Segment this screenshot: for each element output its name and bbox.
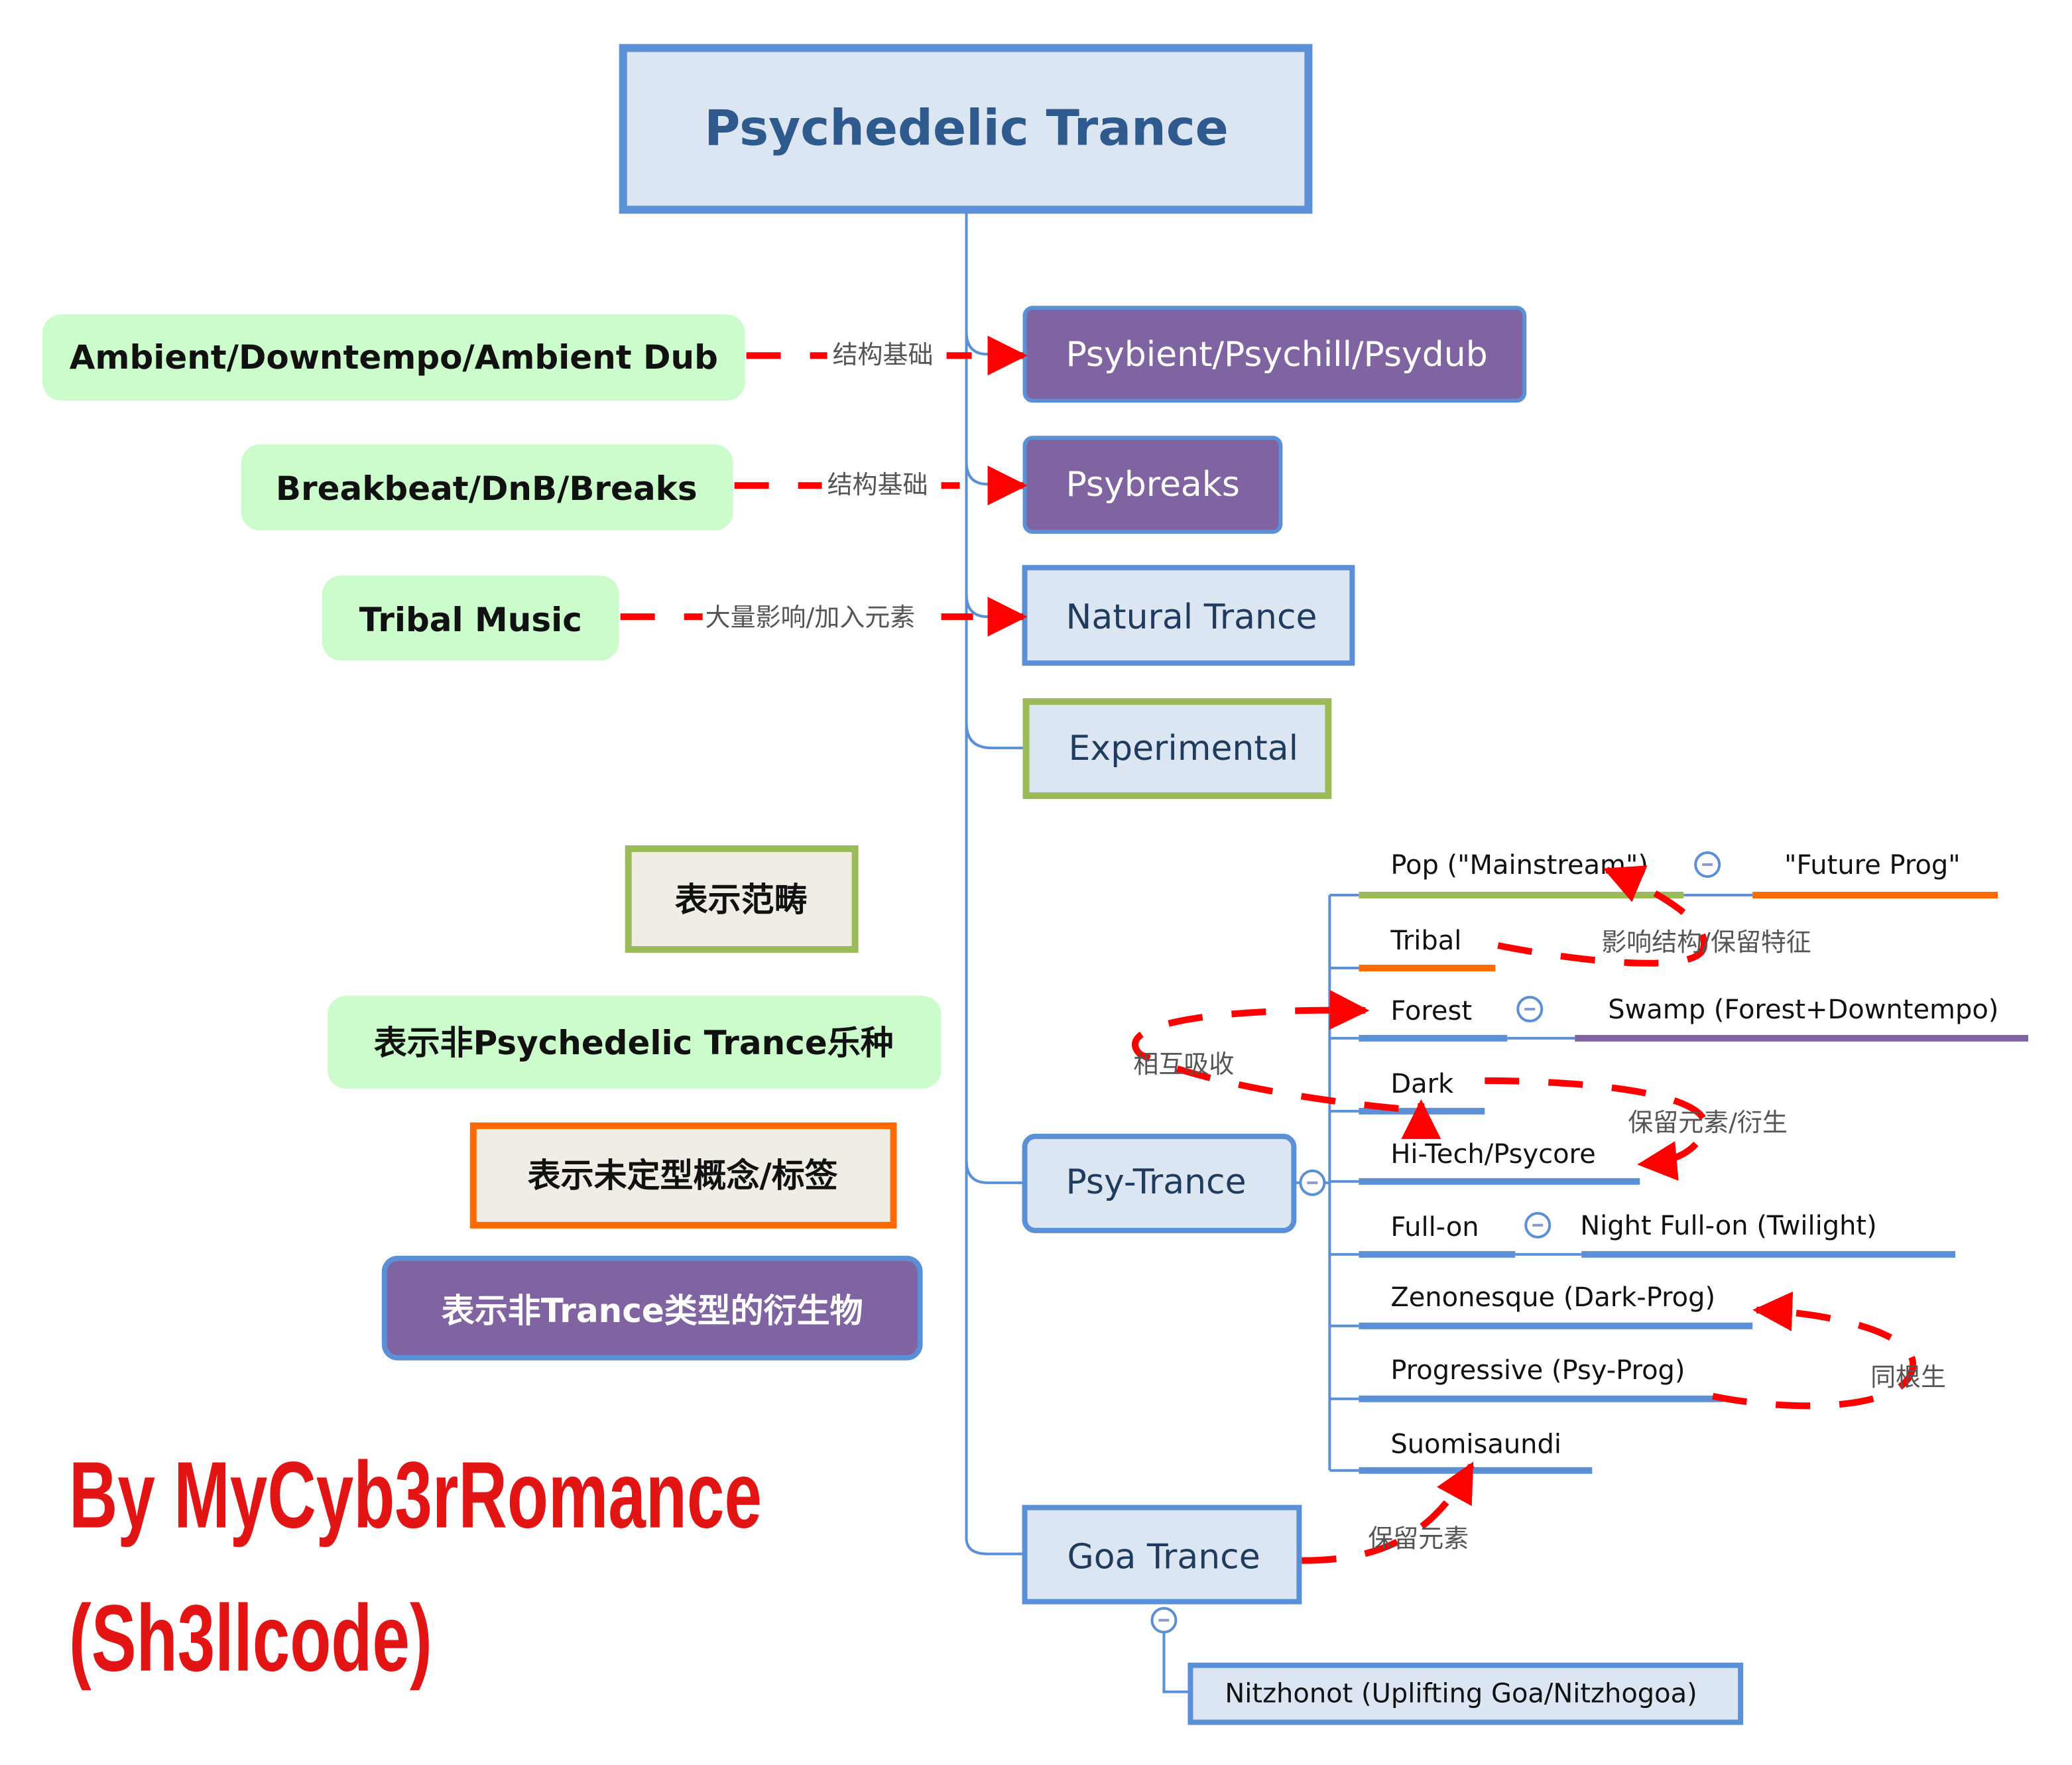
relation-goa-suomi: 保留元素 xyxy=(1302,1461,1475,1564)
svg-text:表示非Psychedelic Trance乐种: 表示非Psychedelic Trance乐种 xyxy=(374,1024,894,1062)
svg-text:表示非Trance类型的衍生物: 表示非Trance类型的衍生物 xyxy=(442,1292,863,1330)
node-experimental[interactable]: Experimental xyxy=(1022,698,1332,800)
node-ambient[interactable]: Ambient/Downtempo/Ambient Dub xyxy=(42,314,745,401)
collapse-toggle-fullon[interactable] xyxy=(1524,1211,1552,1239)
relation-tribal-natural: 大量影响/加入元素 xyxy=(620,597,1028,637)
signature: By MyCyb3rRomance (Sh3llcode) xyxy=(69,1443,762,1691)
svg-text:结构基础: 结构基础 xyxy=(833,340,934,369)
node-label: Psy-Trance xyxy=(1066,1162,1246,1202)
node-nitzhonot[interactable]: Nitzhonot (Uplifting Goa/Nitzhogoa) xyxy=(1188,1662,1744,1725)
svg-text:结构基础: 结构基础 xyxy=(827,470,928,499)
legend-category: 表示范畴 xyxy=(625,845,859,953)
node-breakbeat[interactable]: Breakbeat/DnB/Breaks xyxy=(241,444,733,531)
collapse-toggle-pop[interactable] xyxy=(1694,851,1721,879)
subgenre-tribal[interactable]: Tribal xyxy=(1390,926,1461,956)
node-label: Goa Trance xyxy=(1067,1538,1260,1577)
svg-text:By MyCyb3rRomance: By MyCyb3rRomance xyxy=(69,1443,762,1548)
node-label: Breakbeat/DnB/Breaks xyxy=(276,469,698,508)
legend-non-psy: 表示非Psychedelic Trance乐种 xyxy=(327,995,942,1089)
svg-text:影响结构/保留特征: 影响结构/保留特征 xyxy=(1601,928,1811,957)
svg-text:表示未定型概念/标签: 表示未定型概念/标签 xyxy=(528,1156,838,1195)
root-node[interactable]: Psychedelic Trance xyxy=(619,44,1313,214)
node-psybient[interactable]: Psybient/Psychill/Psydub xyxy=(1022,306,1527,403)
subgenre-swamp[interactable]: Swamp (Forest+Downtempo) xyxy=(1608,995,1998,1025)
svg-text:同根生: 同根生 xyxy=(1870,1363,1946,1392)
collapse-toggle-forest[interactable] xyxy=(1516,995,1544,1022)
trunk-connectors xyxy=(965,210,1025,1555)
root-title: Psychedelic Trance xyxy=(704,99,1229,156)
collapse-toggle-psytrance[interactable] xyxy=(1299,1169,1326,1196)
subgenre-progressive[interactable]: Progressive (Psy-Prog) xyxy=(1390,1355,1685,1386)
node-label: Psybreaks xyxy=(1066,465,1239,505)
relation-tribal-pop: 影响结构/保留特征 xyxy=(1497,865,1811,967)
psytrance-subtree xyxy=(1294,891,2029,1474)
goa-connector xyxy=(1162,1630,1189,1693)
relation-zen-prog: 同根生 xyxy=(1712,1291,1946,1410)
node-tribal-music[interactable]: Tribal Music xyxy=(322,576,619,661)
svg-text:表示范畴: 表示范畴 xyxy=(675,881,808,919)
svg-text:大量影响/加入元素: 大量影响/加入元素 xyxy=(705,603,916,632)
node-goa-trance[interactable]: Goa Trance xyxy=(1022,1504,1302,1605)
svg-text:保留元素: 保留元素 xyxy=(1368,1524,1469,1553)
subgenre-suomisaundi[interactable]: Suomisaundi xyxy=(1390,1430,1561,1460)
legend-non-trance: 表示非Trance类型的衍生物 xyxy=(381,1255,923,1361)
subgenre-zenonesque[interactable]: Zenonesque (Dark-Prog) xyxy=(1390,1282,1715,1313)
subgenre-pop[interactable]: Pop ("Mainstream") xyxy=(1390,850,1648,881)
subgenre-future-prog[interactable]: "Future Prog" xyxy=(1784,850,1961,881)
relation-breakbeat-psybreaks: 结构基础 xyxy=(734,464,1028,506)
relation-ambient-psybient: 结构基础 xyxy=(746,334,1028,376)
node-psybreaks[interactable]: Psybreaks xyxy=(1022,436,1283,534)
node-label: Psybient/Psychill/Psydub xyxy=(1066,335,1487,375)
subgenre-fullon[interactable]: Full-on xyxy=(1390,1212,1479,1243)
subgenre-dark[interactable]: Dark xyxy=(1390,1069,1454,1099)
relation-forest-dark: 相互吸收 xyxy=(1132,990,1441,1139)
collapse-toggle-goa[interactable] xyxy=(1150,1607,1178,1634)
node-label: Ambient/Downtempo/Ambient Dub xyxy=(70,338,718,377)
svg-text:保留元素/衍生: 保留元素/衍生 xyxy=(1628,1108,1788,1137)
svg-text:相互吸收: 相互吸收 xyxy=(1133,1050,1234,1079)
subgenre-hitech[interactable]: Hi-Tech/Psycore xyxy=(1390,1139,1595,1170)
svg-text:(Sh3llcode): (Sh3llcode) xyxy=(69,1586,432,1691)
legend-undefined: 表示未定型概念/标签 xyxy=(469,1122,897,1229)
subgenre-forest[interactable]: Forest xyxy=(1390,996,1472,1026)
node-label: Nitzhonot (Uplifting Goa/Nitzhogoa) xyxy=(1225,1679,1697,1709)
relation-dark-hitech: 保留元素/衍生 xyxy=(1485,1077,1788,1181)
node-psy-trance[interactable]: Psy-Trance xyxy=(1022,1133,1297,1233)
node-label: Experimental xyxy=(1068,729,1298,768)
subgenre-night-fullon[interactable]: Night Full-on (Twilight) xyxy=(1580,1211,1876,1241)
node-label: Tribal Music xyxy=(359,601,582,639)
node-label: Natural Trance xyxy=(1066,597,1317,637)
node-natural-trance[interactable]: Natural Trance xyxy=(1022,565,1355,666)
